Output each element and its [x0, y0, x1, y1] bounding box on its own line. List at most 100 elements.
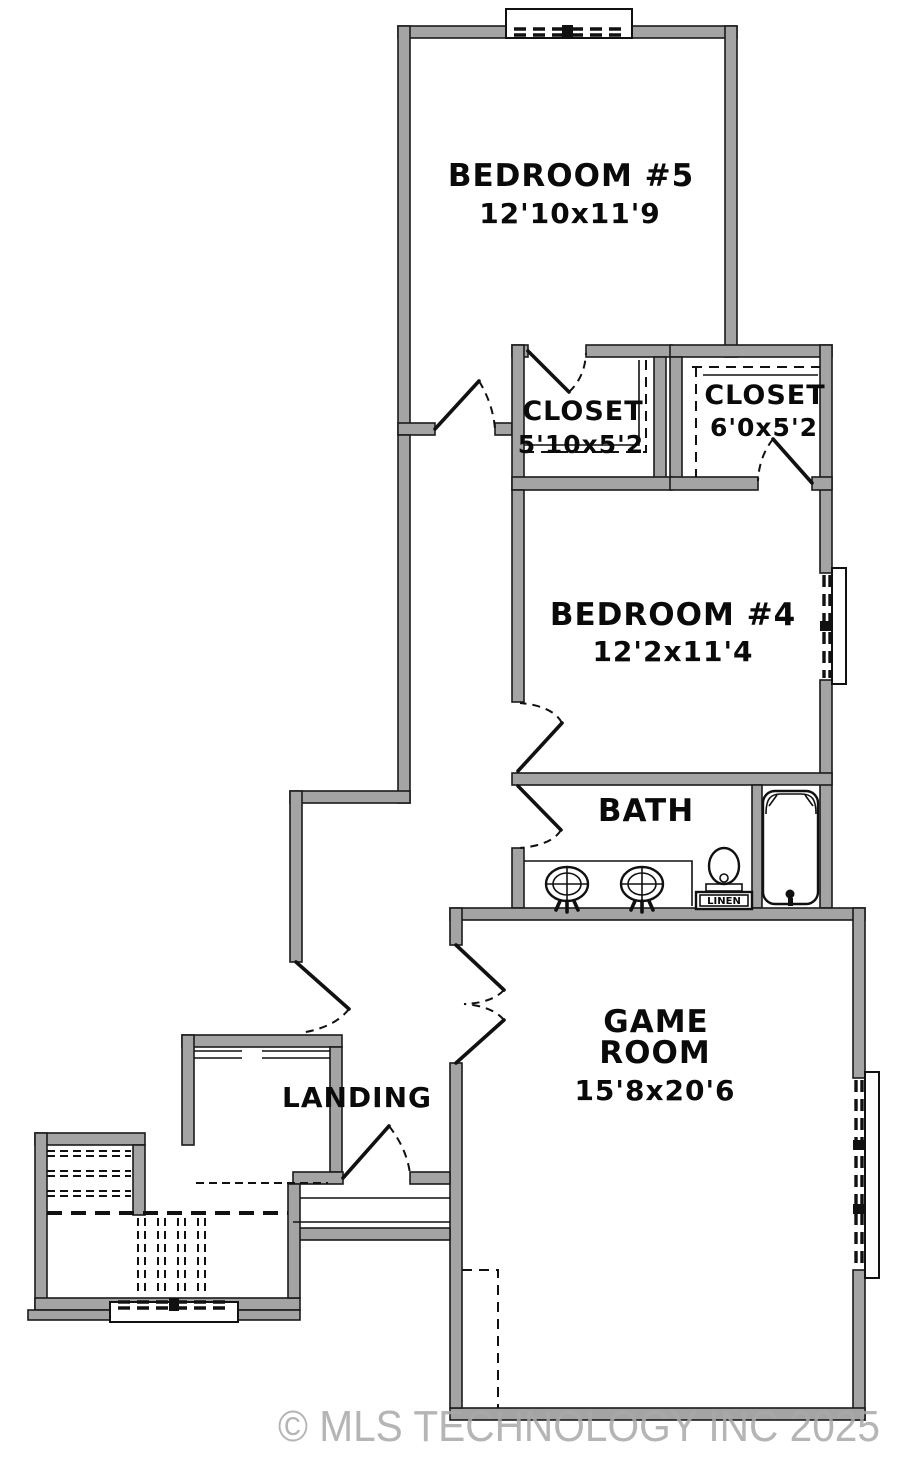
wall-landing-bottom-east — [409, 1171, 451, 1185]
game-room-name-line2: ROOM — [599, 1035, 710, 1071]
wall-bed5-right — [724, 25, 738, 358]
wall-east-lower — [819, 679, 833, 909]
wall-closet2-top — [669, 344, 833, 358]
bed5-door-arc — [478, 380, 496, 430]
bed4-door-leaf — [516, 721, 564, 773]
toilet — [705, 846, 743, 892]
game-ceiling-dashed — [462, 1269, 499, 1408]
closet2-door-arc — [757, 438, 774, 482]
wall-bed4-top-west — [511, 476, 673, 491]
wall-corridor-bottom — [292, 1227, 451, 1241]
bed5-window-mullion — [562, 25, 573, 38]
stairwell-rail — [194, 1050, 330, 1059]
doors — [294, 349, 814, 1180]
landing-left-door-arc — [299, 1008, 350, 1034]
wall-landing-left — [289, 790, 303, 963]
landing-left-door-leaf — [294, 960, 351, 1011]
room-labels: BEDROOM #5 12'10x11'9 CLOSET 5'10x5'2 CL… — [282, 158, 825, 1114]
wall-closet1-top-east — [585, 344, 673, 358]
wall-stairbox-left — [181, 1034, 195, 1146]
bath-door-leaf — [516, 784, 563, 832]
wall-hall-left — [397, 434, 411, 804]
game-room-dims: 15'8x20'6 — [574, 1074, 735, 1107]
wall-game-bottom — [449, 1407, 866, 1421]
wall-closet1-right — [653, 356, 667, 479]
bed4-window-frame — [831, 567, 847, 685]
wall-game-right-upper — [852, 907, 866, 1079]
wall-bed4-left — [511, 489, 525, 703]
watermark-text: © MLS TECHNOLOGY INC 2025 — [278, 1402, 880, 1451]
bath-door-arc — [519, 829, 562, 849]
bed5-door-leaf — [433, 379, 481, 431]
stairs-lower-treads — [137, 1218, 206, 1294]
closet1-name: CLOSET — [522, 396, 643, 427]
windows — [109, 8, 880, 1323]
closet1-door-leaf — [526, 349, 571, 394]
closet1-dims: 5'10x5'2 — [518, 430, 644, 459]
wall-bath-left-lower — [511, 847, 525, 909]
wall-game-left-upper — [449, 907, 463, 946]
bath-fixtures: LINEN — [524, 789, 820, 914]
game-window-mullion — [853, 1140, 866, 1150]
wall-east-upper — [819, 344, 833, 574]
closet2-dims: 6'0x5'2 — [710, 413, 818, 442]
wall-landing-jog — [289, 790, 411, 804]
linen-cabinet: LINEN — [694, 890, 754, 911]
tub-faucet — [785, 889, 795, 899]
wall-closet2-bottom-west — [669, 476, 759, 491]
closet2-name: CLOSET — [704, 380, 825, 411]
stairs-window-mullion — [169, 1298, 179, 1311]
landing-bottom-door-arc — [388, 1125, 411, 1175]
bathtub — [761, 789, 820, 906]
wall-bed5-top-east — [623, 25, 738, 39]
wall-game-top — [449, 907, 866, 921]
wall-game-right-lower — [852, 1269, 866, 1421]
game-window-mullion — [853, 1204, 866, 1214]
wall-stairs-ledge-west — [27, 1309, 111, 1321]
wall-bed5-bottom-east — [494, 422, 513, 436]
closet1-door-arc — [568, 352, 587, 393]
vanity-counter — [524, 860, 693, 906]
closet-shelves — [524, 360, 820, 477]
game-door-leaf-upper — [454, 943, 506, 992]
landing-name: LANDING — [282, 1081, 432, 1114]
stairs — [47, 1050, 450, 1294]
bedroom4-name: BEDROOM #4 — [550, 597, 796, 633]
wall-tub-niche — [751, 784, 763, 909]
wall-bed5-top-west — [397, 25, 513, 39]
wall-bed5-left — [397, 25, 411, 436]
wall-stairs-inner — [132, 1144, 146, 1216]
wall-stairbox-top — [181, 1034, 343, 1048]
bedroom5-name: BEDROOM #5 — [448, 158, 694, 194]
bath-name: BATH — [598, 793, 694, 829]
closet2-shelf-dashed — [692, 366, 820, 477]
wall-closet2-bottom-east — [811, 476, 833, 491]
game-window-frame — [864, 1071, 880, 1279]
wall-stairs-ledge-east — [237, 1309, 301, 1321]
closet1-shelf-rod — [524, 360, 640, 446]
game-door-arc-upper — [463, 989, 505, 1005]
wall-stairs-left — [34, 1132, 48, 1311]
game-room-name-line1: GAME — [603, 1004, 708, 1040]
wall-bed4-bath-divider — [511, 772, 833, 786]
bedroom4-dims: 12'2x11'4 — [592, 635, 753, 668]
landing-bottom-door-leaf — [341, 1124, 391, 1180]
stairs-upper-treads — [47, 1150, 131, 1197]
closet1-shelf-dashed — [524, 360, 647, 453]
sink-right — [619, 865, 665, 914]
sink-left — [544, 865, 590, 914]
closet2-door-leaf — [771, 437, 814, 485]
linen-label: LINEN — [707, 896, 741, 907]
wall-game-left-lower — [449, 1062, 463, 1409]
walls — [27, 25, 866, 1421]
bed4-door-arc — [519, 702, 563, 724]
wall-bed5-bottom-west — [397, 422, 436, 436]
bed4-window-mullion — [820, 621, 833, 631]
wall-closet2-left — [669, 356, 683, 479]
wall-stairs-top — [34, 1132, 146, 1146]
wall-stairs-right — [287, 1183, 301, 1299]
game-door-leaf-lower — [454, 1018, 506, 1065]
bedroom5-dims: 12'10x11'9 — [479, 197, 661, 230]
